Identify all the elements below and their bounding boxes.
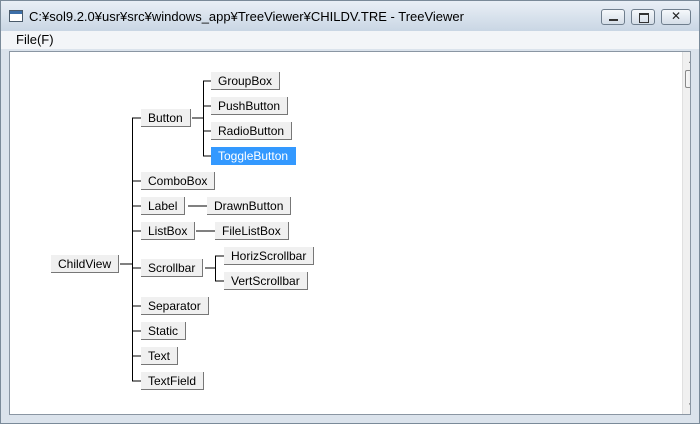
tree-node-text[interactable]: Text [141, 347, 179, 365]
tree-node-listbox[interactable]: ListBox [141, 222, 196, 240]
tree-view-area: ChildView Button ComboBox Label ListBox … [9, 51, 691, 415]
maximize-icon [639, 13, 649, 23]
tree-connector-lines [120, 80, 224, 382]
scroll-down-arrow-icon[interactable]: ▼ [683, 397, 690, 414]
window-title: C:¥sol9.2.0¥usr¥src¥windows_app¥TreeView… [29, 9, 464, 24]
close-button[interactable]: ✕ [661, 9, 691, 25]
tree-node-groupbox[interactable]: GroupBox [211, 72, 281, 90]
tree-node-drawnbutton[interactable]: DrawnButton [207, 197, 292, 215]
maximize-button[interactable] [631, 9, 655, 25]
tree-node-label[interactable]: Label [141, 197, 186, 215]
tree-node-combobox[interactable]: ComboBox [141, 172, 216, 190]
tree-node-horizscrollbar[interactable]: HorizScrollbar [224, 247, 315, 265]
minimize-icon [609, 19, 618, 21]
tree-node-childview[interactable]: ChildView [51, 255, 120, 273]
tree-node-button[interactable]: Button [141, 109, 191, 127]
tree-node-textfield[interactable]: TextField [141, 372, 205, 390]
scroll-up-arrow-icon[interactable]: ▲ [683, 52, 690, 69]
minimize-button[interactable] [601, 9, 625, 25]
menu-item-file[interactable]: File(F) [16, 32, 54, 47]
tree-node-radiobutton[interactable]: RadioButton [211, 122, 293, 140]
title-bar[interactable]: C:¥sol9.2.0¥usr¥src¥windows_app¥TreeView… [1, 1, 699, 31]
tree-node-pushbutton[interactable]: PushButton [211, 97, 289, 115]
tree-node-filelistbox[interactable]: FileListBox [215, 222, 289, 240]
tree-node-vertscrollbar[interactable]: VertScrollbar [224, 272, 308, 290]
vertical-scrollbar[interactable]: ▲ ▼ [682, 52, 690, 414]
app-window-icon[interactable] [9, 10, 23, 22]
tree-node-togglebutton[interactable]: ToggleButton [211, 147, 297, 165]
scroll-thumb[interactable] [685, 70, 690, 88]
menu-bar: File(F) [1, 31, 699, 49]
tree-node-static[interactable]: Static [141, 322, 187, 340]
tree-node-separator[interactable]: Separator [141, 297, 209, 315]
close-icon: ✕ [670, 9, 682, 23]
tree-node-scrollbar[interactable]: Scrollbar [141, 259, 204, 277]
